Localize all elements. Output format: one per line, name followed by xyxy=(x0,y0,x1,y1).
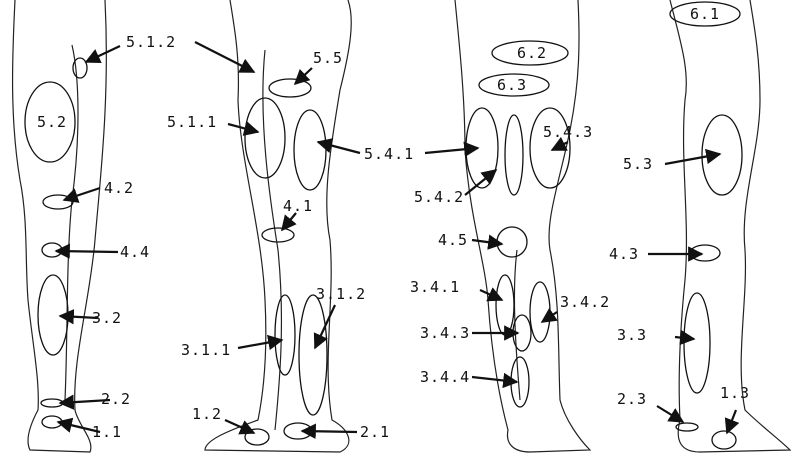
catheter-line-2 xyxy=(262,49,283,431)
label-4-3: 4.3 xyxy=(609,245,640,263)
label-2-2: 2.2 xyxy=(101,390,132,408)
label-5-5: 5.5 xyxy=(313,49,344,67)
label-3-2: 3.2 xyxy=(92,309,123,327)
label-4-5: 4.5 xyxy=(438,231,469,249)
region-4-2 xyxy=(42,194,74,210)
region-6-1 xyxy=(669,1,741,27)
region-1-3 xyxy=(711,430,737,450)
label-4-1: 4.1 xyxy=(283,197,314,215)
label-1-1: 1.1 xyxy=(92,423,123,441)
region-5-4-3 xyxy=(529,107,571,189)
region-3-4-2 xyxy=(529,281,551,343)
region-3-4-1 xyxy=(495,274,515,336)
label-5-4-2: 5.4.2 xyxy=(414,188,465,206)
catheter-line-1 xyxy=(64,44,79,401)
region-3-2 xyxy=(37,274,69,356)
label-3-4-3: 3.4.3 xyxy=(420,324,471,342)
region-5-1-2 xyxy=(72,57,88,79)
label-6-3: 6.3 xyxy=(497,76,528,94)
region-5-4-2 xyxy=(504,114,524,196)
region-2-3 xyxy=(675,422,699,432)
label-5-1-2: 5.1.2 xyxy=(126,33,177,51)
label-1-2: 1.2 xyxy=(192,405,223,423)
label-6-1: 6.1 xyxy=(690,5,721,23)
leg-outline-2 xyxy=(204,0,352,453)
region-3-1-1 xyxy=(274,294,296,376)
region-5-1-1 xyxy=(244,97,286,179)
region-5-5 xyxy=(268,78,312,98)
region-5-2 xyxy=(24,81,76,163)
label-3-3: 3.3 xyxy=(617,326,648,344)
label-5-4-1: 5.4.1 xyxy=(364,145,415,163)
label-5-2: 5.2 xyxy=(37,113,68,131)
label-5-4-3: 5.4.3 xyxy=(543,123,594,141)
label-4-4: 4.4 xyxy=(120,243,151,261)
label-2-3: 2.3 xyxy=(617,390,648,408)
arrows xyxy=(54,41,740,439)
leg-outline-4 xyxy=(669,0,792,453)
label-3-4-2: 3.4.2 xyxy=(560,293,611,311)
region-ellipses xyxy=(24,1,743,450)
region-5-3 xyxy=(701,114,743,196)
label-3-1-2: 3.1.2 xyxy=(316,285,367,303)
label-3-4-4: 3.4.4 xyxy=(420,368,471,386)
catheter-line-3 xyxy=(513,249,521,401)
region-1-2 xyxy=(244,428,270,446)
region-3-1-2 xyxy=(298,294,328,416)
region-3-3 xyxy=(683,292,711,394)
leg-outline-1 xyxy=(11,0,107,453)
label-3-4-1: 3.4.1 xyxy=(410,278,461,296)
label-5-1-1: 5.1.1 xyxy=(167,113,218,131)
region-4-5 xyxy=(496,226,528,258)
leg-outline-3 xyxy=(454,0,592,453)
region-4-1 xyxy=(261,227,295,243)
region-5-4-1a xyxy=(293,109,327,191)
region-6-2 xyxy=(491,40,569,66)
label-4-2: 4.2 xyxy=(104,179,135,197)
label-2-1: 2.1 xyxy=(360,423,391,441)
label-3-1-1: 3.1.1 xyxy=(181,341,232,359)
label-5-3: 5.3 xyxy=(623,155,654,173)
region-6-3 xyxy=(478,73,550,97)
region-2-2 xyxy=(40,398,64,408)
label-6-2: 6.2 xyxy=(517,44,548,62)
label-1-3: 1.3 xyxy=(720,384,751,402)
